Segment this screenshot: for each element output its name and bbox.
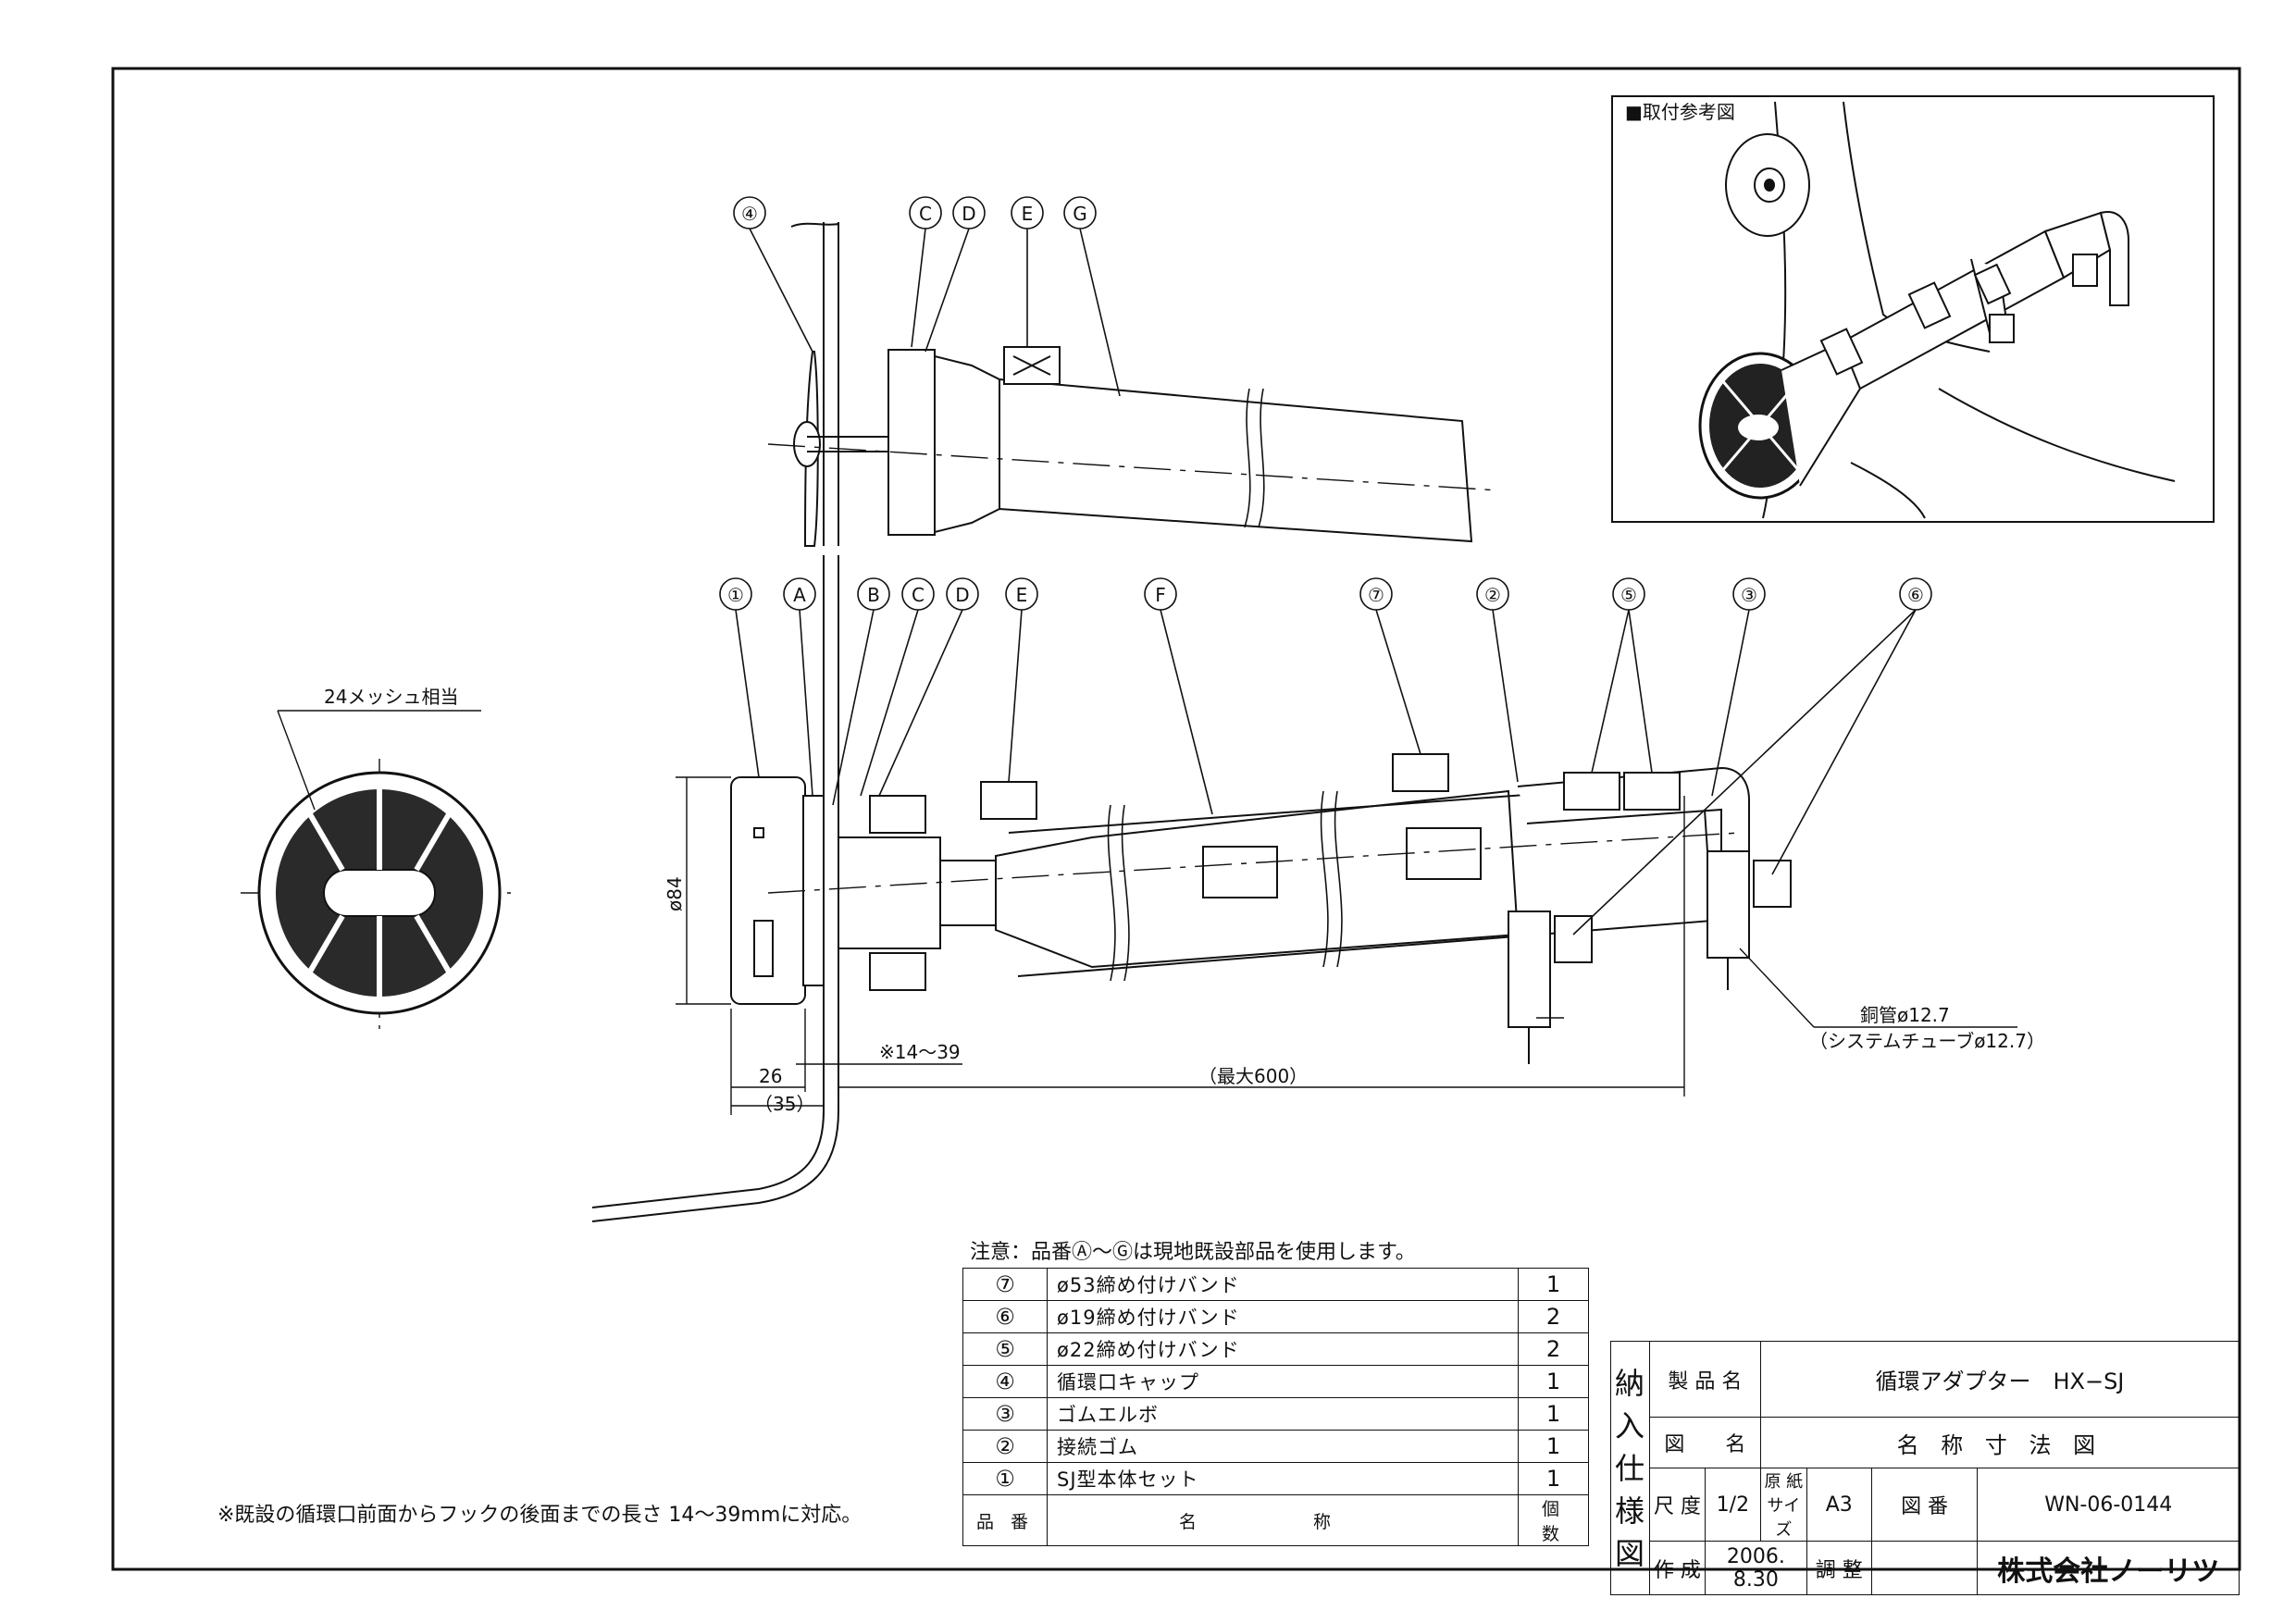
vertical-char: 仕 [1614,1450,1644,1486]
balloon-main-1: ① [727,584,744,606]
part-qty: 1 [1518,1365,1589,1398]
dimension-texts: ø84 26 （35） ※14～39 （最大600） 銅管ø12.7 （システム… [664,876,2045,1115]
created-date: 2006. 8.30 [1704,1541,1807,1595]
reference-view: ■取付参考図 [1611,95,2215,523]
part-qty: 1 [1518,1462,1589,1495]
dim-26: 26 [759,1065,782,1087]
filter-front-view: 24メッシュ相当 [241,686,518,1036]
installation-note: ※既設の循環口前面からフックの後面までの長さ 14～39mmに対応。 [217,1504,862,1527]
part-no: ⑤ [962,1332,1048,1366]
dim-35: （35） [754,1093,814,1115]
part-name: 循環口キャップ [1047,1365,1519,1398]
table-row: ④ 循環口キャップ 1 [962,1365,1589,1398]
part-qty: 2 [1518,1300,1589,1333]
balloon-top-3: D [962,203,975,225]
balloon-row-top-labels: ④ C D E G [741,203,1087,225]
part-name: ø22締め付けバンド [1047,1332,1519,1366]
title-block: 納 入 仕 様 図 製 品 名 循環アダプター HX−SJ 図 名 名 称 寸 … [1610,1341,2240,1595]
created-label: 作 成 [1648,1541,1706,1595]
part-no: ⑦ [962,1268,1048,1301]
vertical-char: 様 [1614,1493,1644,1529]
part-no: ① [962,1462,1048,1495]
balloon-row-main-labels: ① A B C D E F ⑦ ② ⑤ ③ ⑥ [727,584,1924,606]
part-qty: 1 [1518,1397,1589,1431]
balloon-top-4: E [1022,203,1034,225]
balloon-main-10: ⑤ [1620,584,1637,606]
balloon-main-9: ② [1484,584,1501,606]
table-row: ⑤ ø22締め付けバンド 2 [962,1332,1589,1366]
product-name: 循環アダプター HX−SJ [1759,1341,2240,1418]
balloon-row-main [719,577,1932,935]
vertical-char: 納 [1614,1365,1644,1401]
balloon-main-8: ⑦ [1368,584,1384,606]
dim-max-600: （最大600） [1198,1065,1308,1087]
drawing-no-label: 図 番 [1870,1468,1979,1542]
header-qty: 個 数 [1518,1494,1589,1546]
top-section-view [767,222,1500,547]
drawing-name-label: 図 名 [1648,1417,1761,1468]
sheet-border [111,67,2241,1571]
part-no: ③ [962,1397,1048,1431]
balloon-main-7: F [1155,584,1166,606]
product-name-label: 製 品 名 [1648,1341,1761,1418]
balloon-row-top [733,196,1121,397]
part-name: SJ型本体セット [1047,1462,1519,1495]
part-qty: 2 [1518,1332,1589,1366]
part-no: ⑥ [962,1300,1048,1333]
parts-note: 注意：品番Ⓐ～Ⓖは現地既設部品を使用します。 [970,1241,1416,1264]
part-no: ② [962,1430,1048,1463]
scale-value: 1/2 [1704,1468,1761,1542]
part-qty: 1 [1518,1268,1589,1301]
dim-dia-84: ø84 [664,876,686,911]
balloon-main-4: C [912,584,925,606]
table-row: ⑦ ø53締め付けバンド 1 [962,1268,1589,1301]
scale-label: 尺 度 [1648,1468,1706,1542]
balloon-top-2: C [919,203,932,225]
drawing-no-value: WN-06-0144 [1977,1468,2240,1542]
part-name: ø53締め付けバンド [1047,1268,1519,1301]
balloon-main-6: E [1016,584,1028,606]
balloon-main-3: B [867,584,880,606]
copper-pipe-label: 銅管ø12.7 [1860,1004,1950,1026]
header-name: 名 称 [1047,1494,1519,1546]
part-name: 接続ゴム [1047,1430,1519,1463]
main-section-view [591,555,1792,1222]
table-header-row: 品 番 名 称 個 数 [962,1494,1589,1546]
table-row: ③ ゴムエルボ 1 [962,1397,1589,1431]
balloon-main-12: ⑥ [1907,584,1924,606]
part-qty: 1 [1518,1430,1589,1463]
system-tube-label: （システムチューブø12.7） [1809,1030,2045,1052]
adjusted-value [1870,1541,1979,1595]
parts-table: ⑦ ø53締め付けバンド 1 ⑥ ø19締め付けバンド 2 ⑤ ø22締め付けバ… [962,1268,1589,1546]
vertical-label: 納 入 仕 様 図 [1610,1341,1650,1595]
paper-size-value: A3 [1806,1468,1872,1542]
balloon-top-5: G [1073,203,1087,225]
balloon-main-2: A [793,584,806,606]
dim-14-39: ※14～39 [879,1041,961,1063]
vertical-char: 入 [1614,1407,1644,1443]
part-no: ④ [962,1365,1048,1398]
drawing-name: 名 称 寸 法 図 [1759,1417,2240,1468]
table-row: ⑥ ø19締め付けバンド 2 [962,1300,1589,1333]
part-name: ゴムエルボ [1047,1397,1519,1431]
balloon-main-11: ③ [1741,584,1757,606]
balloon-top-1: ④ [741,203,758,225]
adjusted-label: 調 整 [1806,1541,1872,1595]
mesh-label: 24メッシュ相当 [324,686,458,708]
balloon-main-5: D [955,584,969,606]
vertical-char: 図 [1614,1535,1644,1571]
table-row: ② 接続ゴム 1 [962,1430,1589,1463]
dimension-lines [676,776,2017,1115]
table-row: ① SJ型本体セット 1 [962,1462,1589,1495]
company-name: 株式会社ノーリツ [1977,1541,2240,1595]
part-name: ø19締め付けバンド [1047,1300,1519,1333]
reference-view-title: ■取付参考図 [1625,101,1735,123]
header-no: 品 番 [962,1494,1048,1546]
paper-size-label: 原 紙 サイズ [1759,1468,1807,1542]
